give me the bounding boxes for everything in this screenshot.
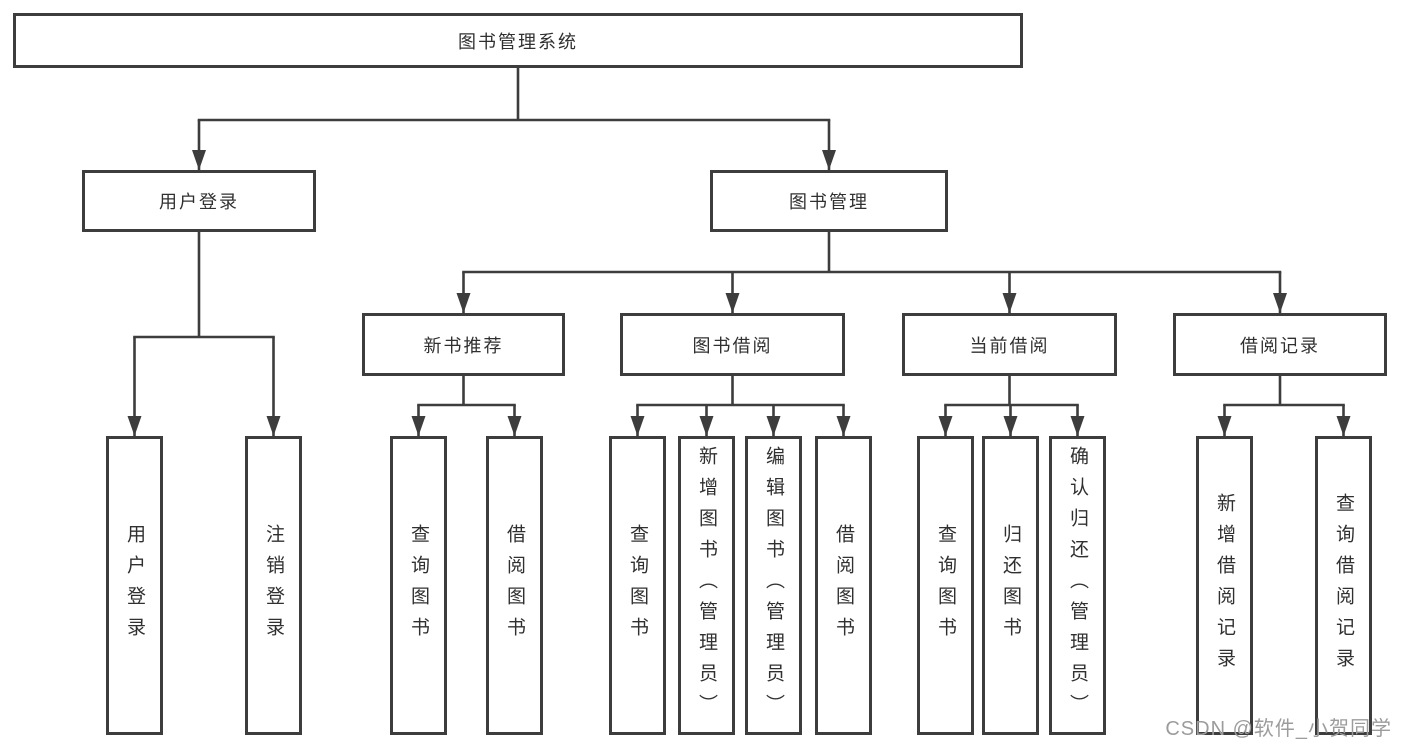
leaf-records-query-record: 查询借阅记录 [1315,436,1372,735]
leaf-current-confirm-return-admin-label: 确认归还（管理员） [1067,446,1088,725]
leaf-current-return-book-label: 归还图书 [1000,523,1021,648]
csdn-watermark: CSDN @软件_小贺同学 [1165,718,1392,740]
node-new-book-recommend-label: 新书推荐 [423,335,504,356]
leaf-recommend-query-book-label: 查询图书 [408,523,429,648]
leaf-current-confirm-return-admin: 确认归还（管理员） [1049,436,1106,735]
leaf-borrow-edit-book-admin: 编辑图书（管理员） [745,436,802,735]
node-book-management: 图书管理 [710,170,948,232]
leaf-recommend-query-book: 查询图书 [390,436,447,735]
leaf-current-query-book-label: 查询图书 [935,523,956,648]
node-library-management-system-label: 图书管理系统 [458,31,578,52]
node-borrow-records-label: 借阅记录 [1240,335,1320,356]
leaf-borrow-query-book-label: 查询图书 [627,523,648,648]
node-borrow-records: 借阅记录 [1173,313,1387,376]
node-user-login: 用户登录 [82,170,316,232]
leaf-user-login: 用户登录 [106,436,163,735]
leaf-borrow-add-book-admin: 新增图书（管理员） [678,436,735,735]
leaf-logout: 注销登录 [245,436,302,735]
leaf-current-return-book: 归还图书 [982,436,1039,735]
leaf-borrow-edit-book-admin-label: 编辑图书（管理员） [763,446,784,725]
leaf-logout-label: 注销登录 [263,523,284,648]
leaf-records-add-record: 新增借阅记录 [1196,436,1253,735]
leaf-recommend-borrow-book-label: 借阅图书 [504,523,525,648]
node-current-borrow: 当前借阅 [902,313,1117,376]
node-new-book-recommend: 新书推荐 [362,313,565,376]
node-current-borrow-label: 当前借阅 [969,335,1050,356]
node-book-borrow: 图书借阅 [620,313,845,376]
leaf-borrow-borrow-book: 借阅图书 [815,436,872,735]
leaf-records-query-record-label: 查询借阅记录 [1333,492,1354,679]
node-library-management-system: 图书管理系统 [13,13,1023,68]
leaf-user-login-label: 用户登录 [124,523,145,648]
leaf-recommend-borrow-book: 借阅图书 [486,436,543,735]
leaf-records-add-record-label: 新增借阅记录 [1214,492,1235,679]
node-user-login-label: 用户登录 [159,192,239,212]
leaf-borrow-add-book-admin-label: 新增图书（管理员） [696,446,717,725]
leaf-borrow-query-book: 查询图书 [609,436,666,735]
node-book-management-label: 图书管理 [789,192,869,212]
leaf-borrow-borrow-book-label: 借阅图书 [833,523,854,648]
leaf-current-query-book: 查询图书 [917,436,974,735]
node-book-borrow-label: 图书借阅 [692,335,773,356]
